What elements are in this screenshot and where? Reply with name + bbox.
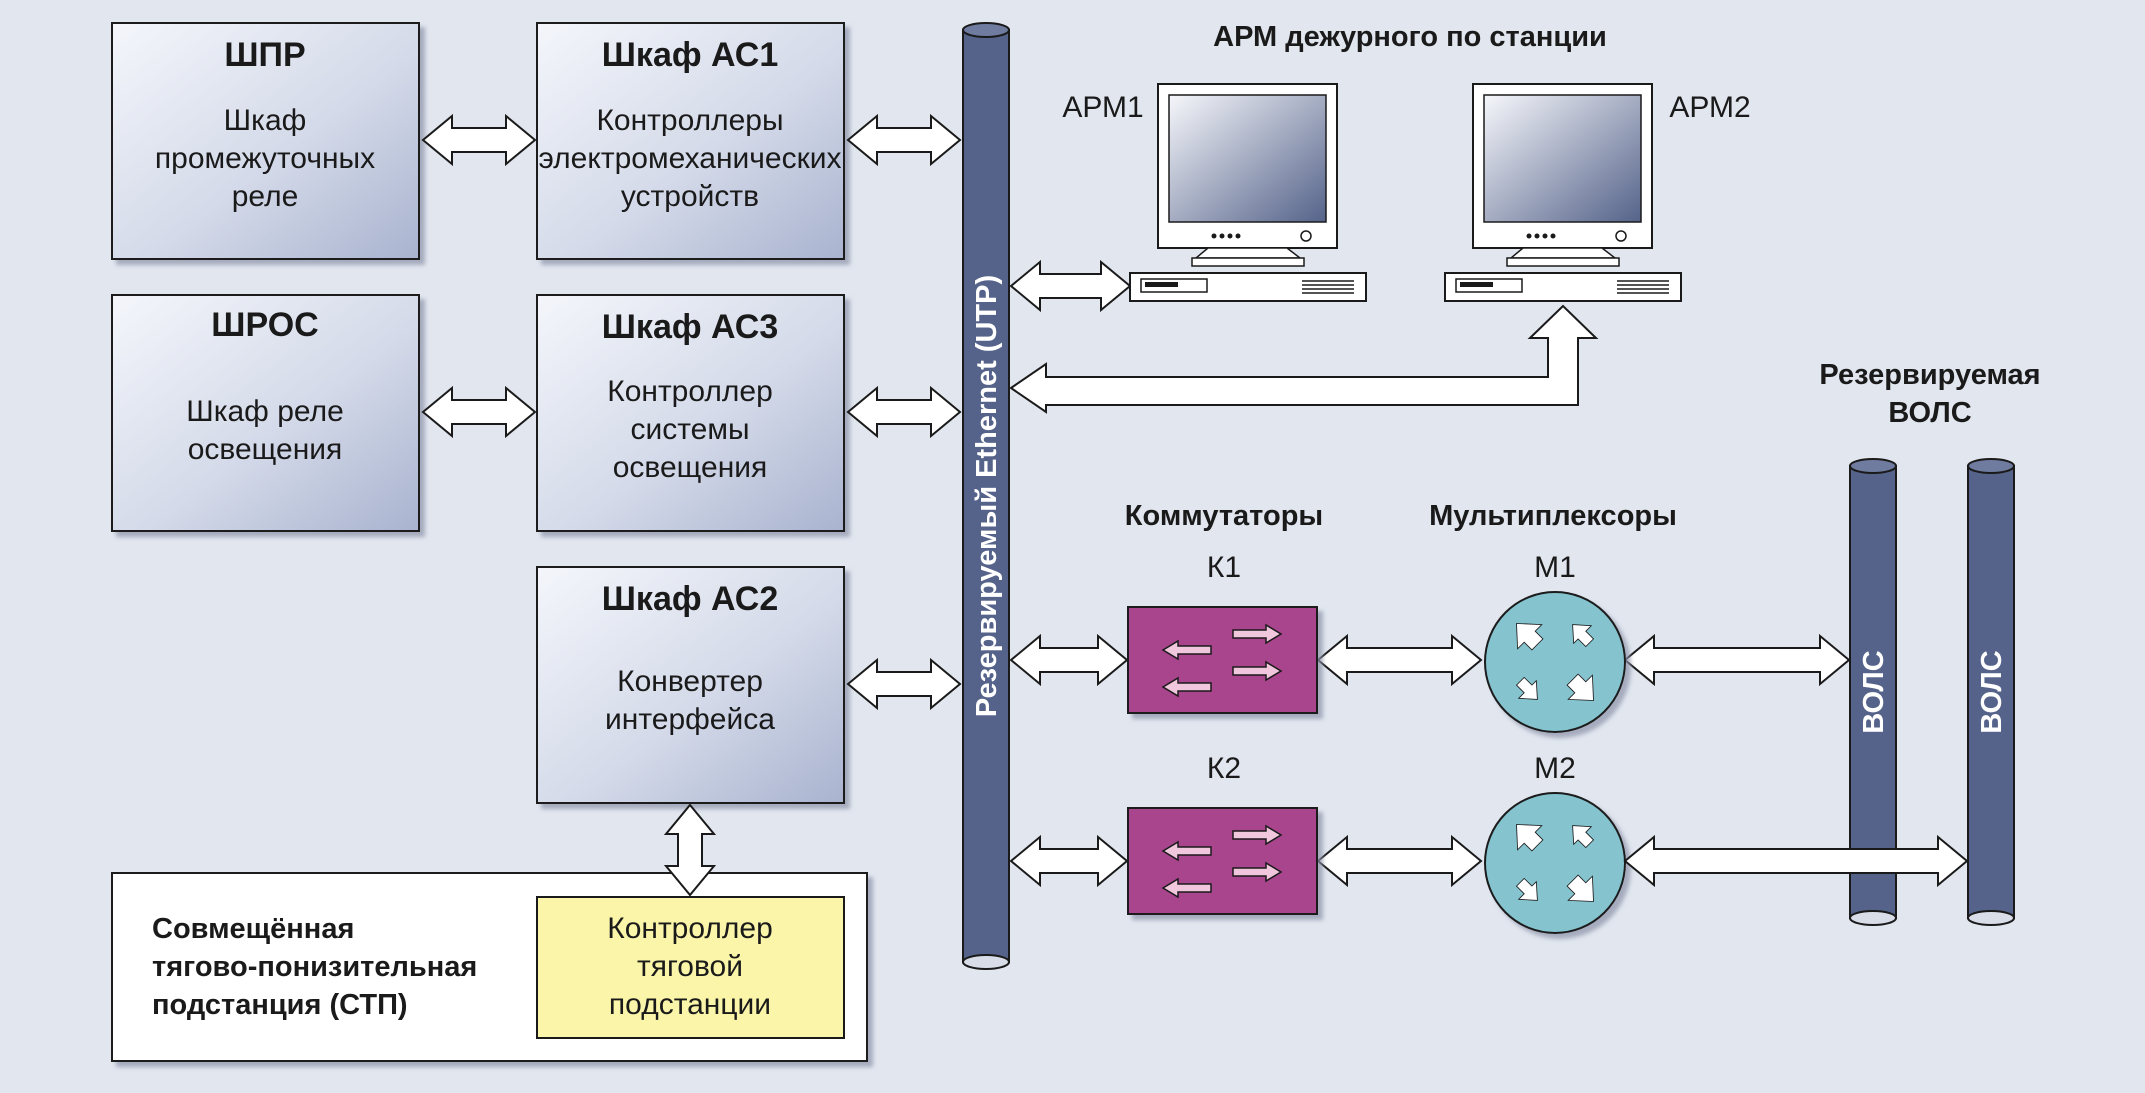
shros-line-1: Шкаф реле [186,395,344,428]
k1-label: К1 [1207,551,1241,584]
vols-left: ВОЛС [1849,458,1897,926]
vols-left-label: ВОЛС [1858,650,1890,733]
arrow-as1-bus [846,113,962,167]
arrow-shpr-as1 [421,113,537,167]
switch-k2: К2 [1127,752,1318,915]
as3-line-2: системы [630,413,749,446]
as3-title: Шкаф АС3 [602,308,778,346]
arrow-bus-k2 [1009,834,1129,888]
as3-line-3: освещения [613,451,768,484]
vols-group-label-2: ВОЛС [1888,397,1971,429]
as2-line-2: интерфейса [605,703,775,736]
arrow-bus-k1 [1009,633,1129,687]
system-unit-icon [1444,272,1682,302]
ethernet-bus: Резервируемый Ethernet (UTP) [962,22,1010,970]
switch-arrows-icon [1161,623,1283,698]
traction-line-3: подстанции [609,988,771,1021]
as1-line-2: электромеханических [539,142,842,175]
multiplexers-label: Мультиплексоры [1429,500,1677,532]
stp-line-3: подстанция (СТП) [152,989,408,1021]
arrow-as2-traction [663,803,717,897]
vols-group-label-1: Резервируемая [1819,359,2040,391]
arrow-m1-vols-left [1623,633,1851,687]
multiplexer-m1: М1 [1484,551,1626,733]
arrow-m2-vols-right [1623,834,1969,888]
as1-title: Шкаф АС1 [602,36,778,74]
traction-line-2: тяговой [637,950,743,983]
vols-right-label: ВОЛС [1976,650,2008,733]
shros-cabinet: ШРОС Шкаф реле освещения [111,294,420,532]
workstation-arm1: АРМ1 [1062,83,1367,302]
as1-line-3: устройств [621,180,759,213]
switch-k1: К1 [1127,551,1318,714]
multiplexer-arrows-icon [1515,824,1595,902]
m1-label: М1 [1534,551,1576,584]
multiplexer-arrows-icon [1515,623,1595,701]
traction-line-1: Контроллер [607,912,773,945]
shpr-title: ШПР [224,36,305,74]
multiplexer-m2: М2 [1484,752,1626,934]
as2-line-1: Конвертер [617,665,763,698]
ethernet-bus-label: Резервируемый Ethernet (UTP) [971,275,1003,717]
shpr-line-2: промежуточных [155,142,375,175]
shpr-cabinet: ШПР Шкаф промежуточных реле [111,22,420,260]
shpr-line-1: Шкаф [224,104,307,137]
as2-cabinet: Шкаф АС2 Конвертер интерфейса [536,566,845,804]
arrow-bus-arm1 [1009,259,1132,313]
as1-line-1: Контроллеры [596,104,783,137]
as1-cabinet: Шкаф АС1 Контроллеры электромеханических… [536,22,845,260]
arrow-k1-m1 [1316,633,1483,687]
shros-title: ШРОС [211,306,318,344]
as3-line-1: Контроллер [607,375,773,408]
arrows [421,113,1851,897]
arm-group-label: АРМ дежурного по станции [1213,21,1607,53]
arm1-label: АРМ1 [1062,91,1143,124]
stp-line-2: тягово-понизительная [152,951,477,983]
m2-label: М2 [1534,752,1576,785]
monitor-icon [1472,83,1653,267]
arrow-as2-bus [846,657,962,711]
shpr-line-3: реле [232,180,299,213]
as2-title: Шкаф АС2 [602,580,778,618]
workstation-arm2: АРМ2 [1444,83,1751,302]
switch-arrows-icon [1161,824,1283,899]
system-unit-icon [1129,272,1367,302]
arrow-bus-arm2 [1009,304,1599,414]
stp-line-1: Совмещённая [152,913,354,945]
arrow-as3-bus [846,385,962,439]
shros-line-2: освещения [188,433,343,466]
arrow-k2-m2 [1316,834,1483,888]
as3-cabinet: Шкаф АС3 Контроллер системы освещения [536,294,845,532]
stp-substation: Совмещённая тягово-понизительная подстан… [111,872,868,1062]
arrow-shros-as3 [421,385,537,439]
arm2-label: АРМ2 [1669,91,1750,124]
k2-label: К2 [1207,752,1241,785]
vols-right: ВОЛС [1967,458,2015,926]
switches-label: Коммутаторы [1125,500,1323,532]
monitor-icon [1157,83,1338,267]
traction-controller: Контроллер тяговой подстанции [536,896,845,1039]
